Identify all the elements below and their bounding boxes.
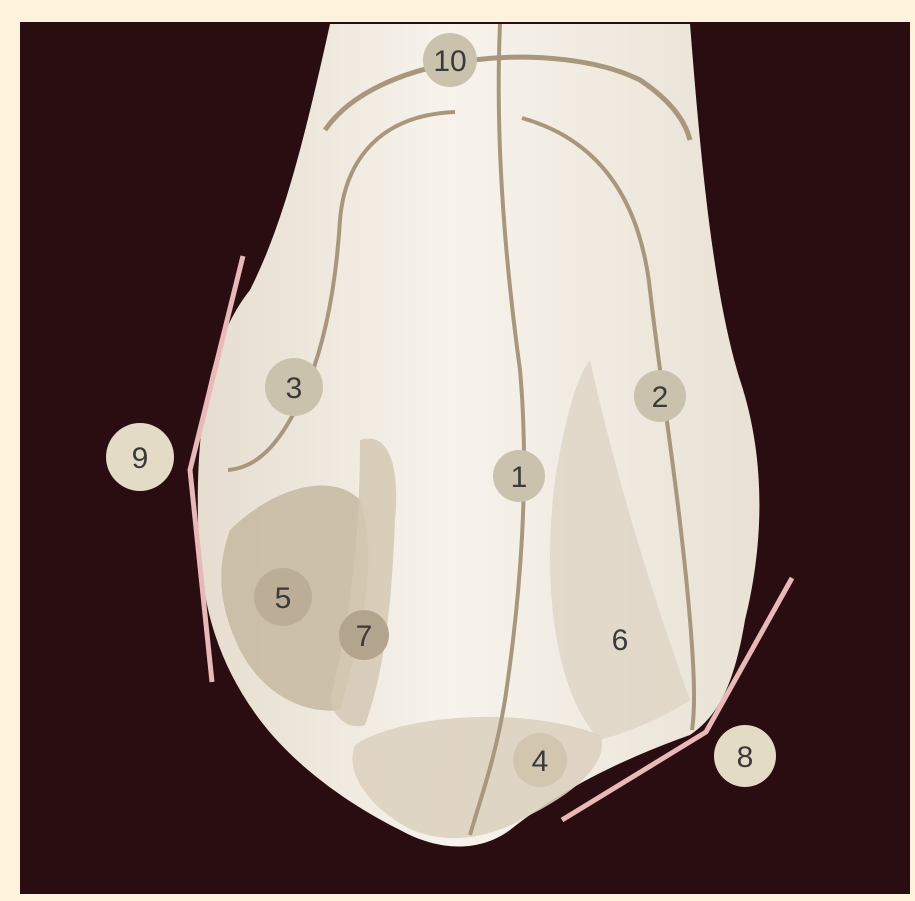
label-4-text: 4: [532, 745, 549, 778]
label-6: 6: [612, 624, 629, 657]
label-3-text: 3: [286, 372, 303, 405]
label-6-text: 6: [612, 624, 629, 657]
label-10-text: 10: [433, 45, 466, 78]
label-5-text: 5: [275, 582, 292, 615]
label-3: 3: [265, 358, 323, 416]
label-2-text: 2: [652, 381, 669, 414]
label-10: 10: [423, 33, 477, 87]
label-4: 4: [513, 733, 567, 787]
label-1-text: 1: [511, 461, 528, 494]
label-9-text: 9: [132, 442, 149, 475]
label-7-text: 7: [356, 620, 373, 653]
label-5: 5: [254, 568, 312, 626]
label-7: 7: [339, 610, 389, 660]
label-2: 2: [634, 370, 686, 422]
label-1: 1: [493, 450, 545, 502]
label-8-text: 8: [737, 741, 754, 774]
label-8: 8: [714, 725, 776, 787]
label-9: 9: [106, 423, 174, 491]
